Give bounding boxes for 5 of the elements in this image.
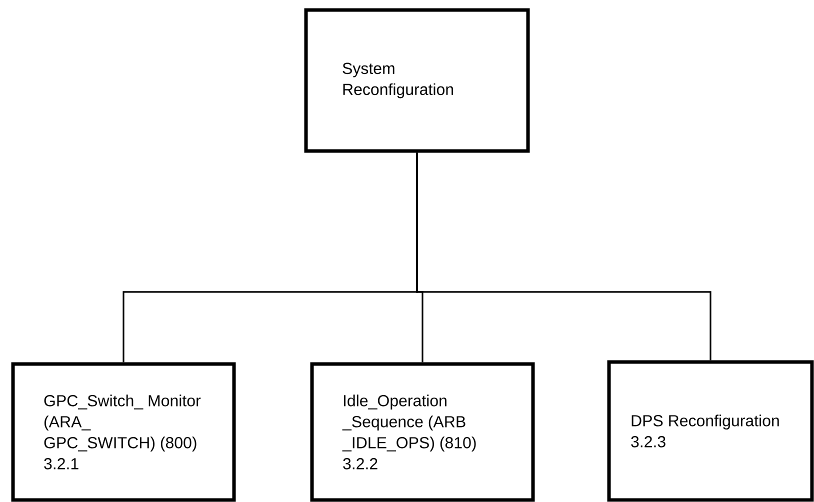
process-box: System Reconfiguration: [304, 8, 530, 153]
process-box: GPC_Switch_ Monitor (ARA_ GPC_SWITCH) (800) 3.2.1: [11, 362, 236, 502]
connector-line: [416, 152, 712, 360]
process-box: Idle_Operation _Sequence (ARB _IDLE_OPS) (810) 3.2.2: [310, 362, 535, 502]
process-box: DPS Reconfiguration 3.2.3: [607, 360, 814, 502]
